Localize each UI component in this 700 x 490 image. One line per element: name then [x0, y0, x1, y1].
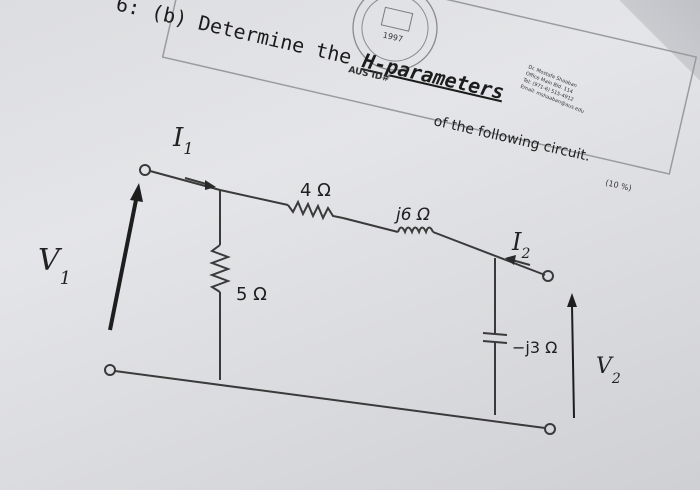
resistor-5ohm-label: 5 Ω — [236, 284, 267, 305]
instructor-info: Dr. Mostafa Shaaban Office Main Bld. 114… — [519, 64, 584, 115]
i1-label: I1 — [172, 123, 193, 158]
v2-arrowhead — [567, 293, 577, 307]
resistor-4ohm-label: 4 Ω — [300, 180, 331, 201]
capacitor-plate-1 — [482, 332, 508, 336]
i2-arrow — [511, 259, 531, 266]
i2-label: I2 — [511, 228, 530, 262]
seal-year: 1997 — [382, 31, 404, 44]
marks-label: (10 %) — [605, 178, 633, 193]
terminal-1-top — [139, 164, 151, 176]
resistor-4ohm — [287, 199, 344, 221]
question-line: 6: (b) Determine the H-parameters — [114, 0, 507, 104]
resistor-5ohm — [209, 244, 231, 293]
i2-arrowhead — [505, 255, 516, 265]
terminal-1-bottom — [104, 364, 116, 376]
capacitor-plate-2 — [482, 340, 508, 344]
wire-top-2 — [342, 217, 399, 233]
wire-top-1 — [219, 189, 289, 206]
question-text-tail: of the following circuit. — [432, 113, 592, 165]
circuit-diagram: I1 4 Ω j6 Ω I2 5 Ω — [38, 123, 621, 435]
question-box — [161, 0, 698, 175]
university-seal: 1997 — [352, 0, 438, 71]
terminal-2-top — [542, 270, 554, 282]
v1-arrow — [108, 194, 139, 331]
i1-arrowhead — [205, 180, 216, 190]
terminal-2-bottom — [544, 423, 556, 435]
capacitor-label: −j3 Ω — [512, 338, 557, 357]
v1-arrowhead — [130, 183, 143, 202]
v2-arrow — [571, 304, 575, 419]
question-number: 6: (b) Determine the H-parameters — [114, 0, 507, 104]
wire-bottom — [114, 370, 546, 429]
inductor-j6-label: j6 Ω — [394, 205, 430, 225]
v2-label: V2 — [596, 354, 621, 387]
wire-top-3 — [432, 231, 546, 276]
v1-label: V1 — [38, 243, 71, 289]
inductor-j6 — [397, 226, 434, 235]
paper-corner — [620, 0, 700, 80]
